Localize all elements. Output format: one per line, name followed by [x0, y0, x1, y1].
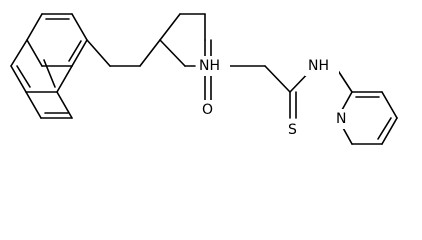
- bond: [71, 13, 88, 41]
- bond: [341, 91, 353, 111]
- bond: [10, 65, 27, 93]
- pyridine-nitrogen-label: N: [336, 111, 346, 127]
- bond: [25, 91, 42, 119]
- chemical-structure-diagram: NH O NH S N: [10, 13, 398, 145]
- thiourea-group: [229, 65, 316, 119]
- amide-nh-label: NH: [199, 58, 220, 74]
- carbonyl-oxygen-label: O: [202, 102, 213, 118]
- bond: [381, 117, 398, 145]
- thione-sulfur-label: S: [288, 122, 297, 138]
- bond: [26, 13, 43, 41]
- pyridine-ring: [334, 65, 398, 145]
- bond: [10, 39, 28, 67]
- naphthalene-ring: [10, 13, 88, 119]
- bond: [159, 39, 186, 67]
- vinyl-linker: [86, 39, 196, 67]
- bond: [56, 91, 73, 119]
- double-bond-inner: [16, 65, 31, 88]
- bond: [381, 91, 398, 119]
- double-bond-inner: [68, 40, 82, 62]
- thiourea-nh-label: NH: [308, 58, 329, 74]
- bond: [71, 39, 88, 67]
- atom-labels: NH O NH S N: [196, 56, 351, 140]
- bond: [264, 65, 291, 93]
- bond: [86, 39, 111, 67]
- bond: [56, 65, 73, 93]
- bond: [26, 39, 43, 67]
- double-bond-inner: [377, 117, 392, 140]
- double-bond-inner: [43, 59, 56, 88]
- bond: [139, 39, 161, 67]
- bond: [159, 13, 181, 41]
